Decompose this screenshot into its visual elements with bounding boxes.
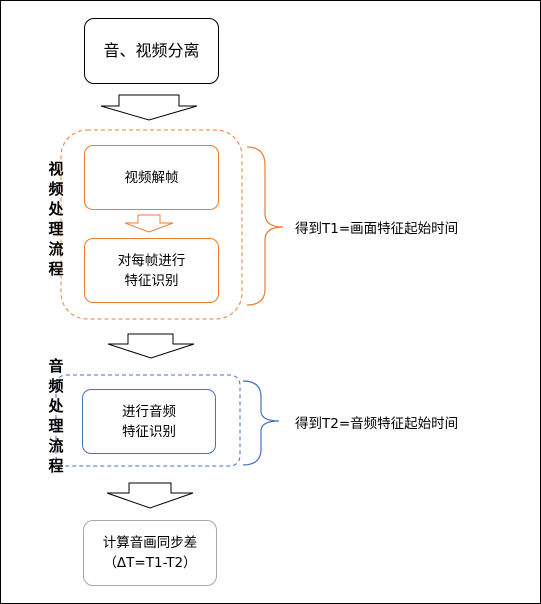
down-arrow-icon: [106, 482, 194, 509]
down-arrow-icon: [107, 333, 195, 359]
audio-group-label: 音频处理流程: [48, 357, 64, 475]
down-arrow-icon: [100, 94, 198, 121]
sync-diff-label: 计算音画同步差 （ΔT=T1-T2）: [102, 535, 198, 571]
video-decode-box: 视频解帧: [84, 145, 219, 210]
right-brace: [246, 146, 284, 306]
audio-feature-label: 进行音频 特征识别: [122, 403, 176, 440]
video-group-container: [60, 129, 243, 320]
right-brace: [242, 380, 280, 466]
video-decode-label: 视频解帧: [124, 169, 179, 186]
video-group-label: 视频处理流程: [48, 160, 64, 278]
sync-diff-box: 计算音画同步差 （ΔT=T1-T2）: [83, 520, 217, 586]
frame-feature-label: 对每帧进行 特征识别: [117, 252, 186, 289]
t1-note: 得到T1=画面特征起始时间: [295, 221, 459, 237]
audio-feature-box: 进行音频 特征识别: [82, 389, 216, 454]
separate-box: 音、视频分离: [84, 18, 219, 84]
separate-label: 音、视频分离: [103, 41, 200, 60]
t2-note: 得到T2=音频特征起始时间: [295, 416, 459, 432]
frame-feature-box: 对每帧进行 特征识别: [84, 238, 219, 303]
down-arrow-icon: [124, 214, 174, 233]
